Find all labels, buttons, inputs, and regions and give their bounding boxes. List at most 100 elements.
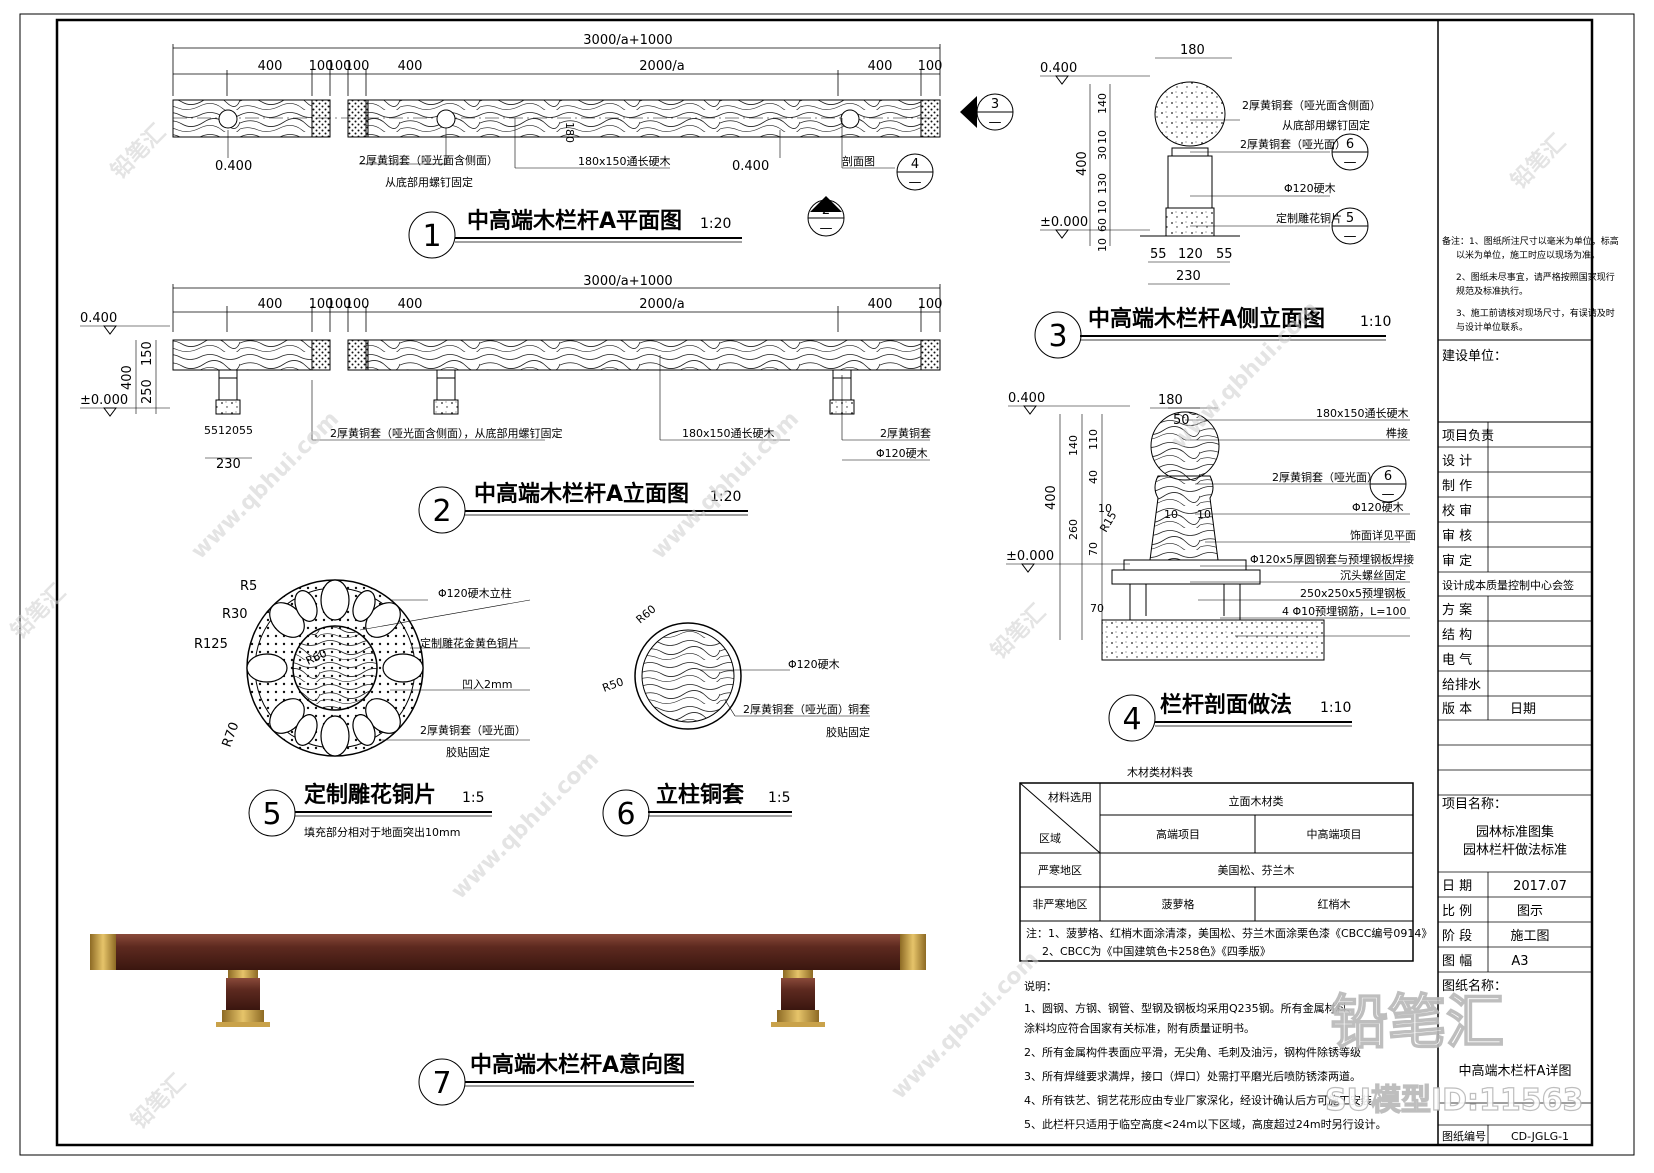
tb-drawing-name-label: 图纸名称：	[1442, 978, 1507, 994]
ann3-post120: Φ120硬木	[1284, 182, 1336, 195]
tb-row-version: 版 本	[1442, 702, 1472, 717]
mt-row1-merged: 美国松、芬兰木	[1218, 863, 1295, 877]
ann4-tenon: 榫接	[1386, 426, 1408, 440]
tb-date-row-label: 日 期	[1442, 879, 1472, 894]
callout4-6-dash: —	[1382, 487, 1395, 502]
dim2-400-c: 400	[868, 297, 893, 312]
ann3-brass-matte: 2厚黄铜套（哑光面）	[1240, 137, 1346, 151]
section-post	[1149, 475, 1219, 561]
view5-num: 5	[262, 797, 281, 832]
dim5-r5: R5	[240, 579, 257, 594]
wm-site-3: www.qbhui.com	[447, 747, 604, 904]
dim6-r60: R60	[634, 602, 659, 626]
ann4-brass: 2厚黄铜套（哑光面）	[1272, 470, 1378, 484]
dim3-130: 130	[1096, 173, 1109, 194]
tb-scale-row-value: 图示	[1517, 904, 1543, 919]
tb-row-design: 设 计	[1442, 454, 1472, 469]
mt-high: 高端项目	[1156, 827, 1200, 841]
dim3-180: 180	[1180, 43, 1205, 58]
render-rail	[90, 934, 926, 970]
tb-drawing-no: CD-JGLG-1	[1511, 1130, 1569, 1143]
wm-brand-5: 铅笔汇	[1506, 129, 1571, 194]
dim2-100-a: 100	[309, 297, 334, 312]
view7-render: 7 中高端木栏杆A意向图	[90, 934, 926, 1106]
elev2-zero: ±0.000	[80, 393, 128, 408]
view5-scale: 1:5	[462, 790, 485, 806]
dim4-110: 110	[1087, 429, 1100, 450]
plan-rail-left	[172, 99, 314, 138]
view4-badge	[1108, 694, 1156, 742]
dim2-230: 230	[216, 457, 241, 472]
ann3-screw: 从底部用螺钉固定	[1282, 118, 1370, 132]
tb-project-label: 项目名称：	[1442, 796, 1507, 812]
view3-title: 中高端木栏杆A侧立面图	[1088, 306, 1325, 332]
view4-section: 180 50 0.400 ±0.000 400 140 260 110 40 7…	[1006, 391, 1416, 742]
tb-project-l2: 园林栏杆做法标准	[1463, 843, 1567, 858]
ann4-bolt: 沉头螺丝固定	[1340, 568, 1406, 582]
elev-post-1	[215, 369, 241, 415]
view1-title: 中高端木栏杆A平面图	[467, 208, 682, 234]
mt-row2-c2: 红梢木	[1318, 897, 1351, 911]
callout3-6-num: 6	[1346, 137, 1354, 152]
view5-note: 填充部分相对于地面突出10mm	[304, 825, 460, 839]
mt-header-col: 材料选用	[1048, 790, 1092, 804]
dim4-180: 180	[1158, 393, 1183, 408]
tb-center-sign: 设计成本质量控制中心会签	[1442, 578, 1574, 592]
ann6-brass: 2厚黄铜套（哑光面）	[743, 702, 849, 716]
tb-remark-6: 与设计单位联系。	[1456, 321, 1528, 333]
ann6-sleeve: 铜套	[848, 702, 870, 716]
callout-3-num: 3	[991, 97, 999, 112]
tb-row-drafting: 制 作	[1442, 479, 1472, 494]
dim-100-b: 100	[327, 59, 352, 74]
dim2-100-c: 100	[345, 297, 370, 312]
dim2-400-a: 400	[258, 297, 283, 312]
ann3-brass-face: 2厚黄铜套（哑光面含侧面）	[1242, 98, 1381, 112]
plan-rail-main	[365, 99, 922, 138]
callout-3-plan: 3 —	[960, 93, 1014, 131]
ann5-glue: 胶贴固定	[446, 745, 490, 759]
ann4-sleeve: Φ120x5厚圆钢套与预埋钢板焊接	[1250, 552, 1414, 566]
dim-total-1: 3000/a+1000	[583, 33, 672, 48]
ann4-post120: Φ120硬木	[1352, 501, 1404, 514]
dim-180-plan: 180	[563, 122, 576, 143]
tb-date-row-value: 2017.07	[1513, 879, 1567, 894]
callout-2-plan: 2 —	[807, 196, 845, 237]
plan-rail-end-mid	[347, 99, 369, 138]
tb-drawing-name: 中高端木栏杆A详图	[1459, 1063, 1572, 1079]
dim-400-c: 400	[868, 59, 893, 74]
dim3-140: 140	[1096, 93, 1109, 114]
mt-row1-label: 严寒地区	[1038, 863, 1082, 877]
wm-brand-3: 铅笔汇	[126, 1069, 191, 1134]
render-post-left	[216, 970, 270, 1027]
tb-stage-row-value: 施工图	[1510, 929, 1549, 944]
ann-post120-2: Φ120硬木	[876, 447, 928, 460]
view6-title: 立柱铜套	[656, 782, 744, 808]
dim2-400v: 400	[120, 365, 135, 390]
tb-size-row-value: A3	[1511, 954, 1528, 969]
ann-section-ref: 剖面图	[842, 154, 875, 168]
view3-side: 180 0.400 ±0.000 400 140 10 30 130 10 60…	[1034, 43, 1391, 359]
dim5-r30: R30	[222, 607, 248, 622]
dim3-30: 30	[1096, 146, 1109, 160]
dim5-r125: R125	[194, 637, 228, 652]
note-3: 3、所有焊缝要求满焊，接口（焊口）处需打平磨光后喷防锈漆两道。	[1024, 1069, 1361, 1083]
callout4-6-num: 6	[1384, 469, 1392, 484]
dim4-260: 260	[1067, 519, 1080, 540]
dim2-150: 150	[140, 341, 155, 366]
tb-size-row-label: 图 幅	[1442, 954, 1472, 969]
view6-scale: 1:5	[768, 790, 791, 806]
callout-2-dash: —	[820, 221, 833, 236]
dim3-55b: 55	[1216, 247, 1233, 262]
tb-date-label: 日期	[1510, 702, 1536, 717]
mt-header-main: 立面木材类	[1229, 794, 1284, 808]
tb-remark-4: 规范及标准执行。	[1456, 285, 1528, 297]
section-foundation	[1101, 619, 1325, 661]
dim-total-2: 3000/a+1000	[583, 274, 672, 289]
tb-project-l1: 园林标准图集	[1476, 824, 1554, 840]
mt-mid-high: 中高端项目	[1307, 827, 1362, 841]
dim2-250: 250	[140, 379, 155, 404]
ann5-brass: 2厚黄铜套（哑光面）	[420, 723, 526, 737]
elev2-top: 0.400	[80, 311, 117, 326]
ann-hardwood-1: 180x150通长硬木	[578, 155, 671, 168]
